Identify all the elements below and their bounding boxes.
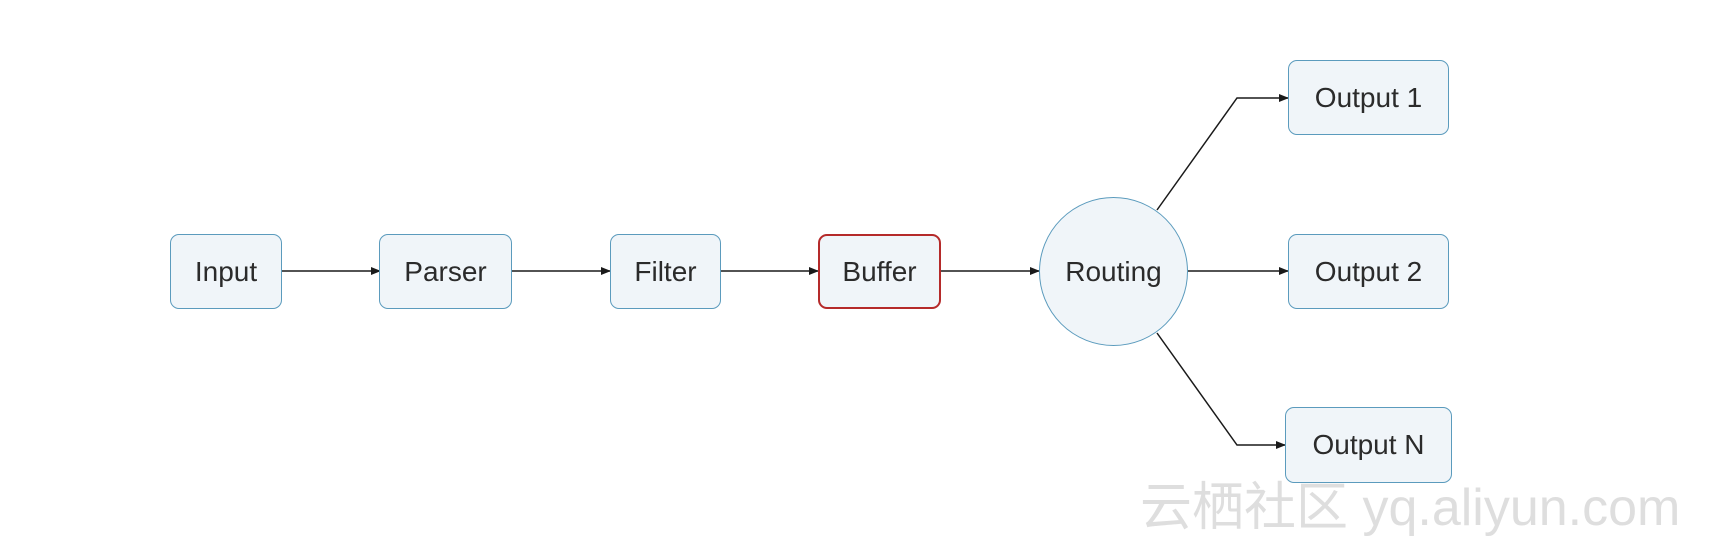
node-parser: Parser [379, 234, 512, 309]
node-buffer: Buffer [818, 234, 941, 309]
node-output-n-label: Output N [1312, 429, 1425, 460]
node-buffer-label: Buffer [842, 255, 917, 287]
node-routing-label: Routing [1065, 255, 1162, 287]
node-output-n: Output N [1285, 407, 1452, 483]
node-output-1: Output 1 [1288, 60, 1449, 135]
node-output-2: Output 2 [1288, 234, 1449, 309]
node-input-label: Input [194, 255, 258, 287]
node-filter-label: Filter [634, 255, 697, 287]
node-filter: Filter [610, 234, 721, 309]
node-routing: Routing [1039, 197, 1188, 346]
edge-routing-to-outputN [1156, 332, 1286, 449]
node-parser-label: Parser [404, 255, 487, 287]
node-input: Input [170, 234, 282, 309]
watermark-text: 云栖社区 yq.aliyun.com [1140, 479, 1681, 536]
edge-routing-to-output1 [1156, 94, 1289, 211]
node-output-1-label: Output 1 [1314, 81, 1423, 113]
node-output-2-label: Output 2 [1314, 255, 1423, 287]
